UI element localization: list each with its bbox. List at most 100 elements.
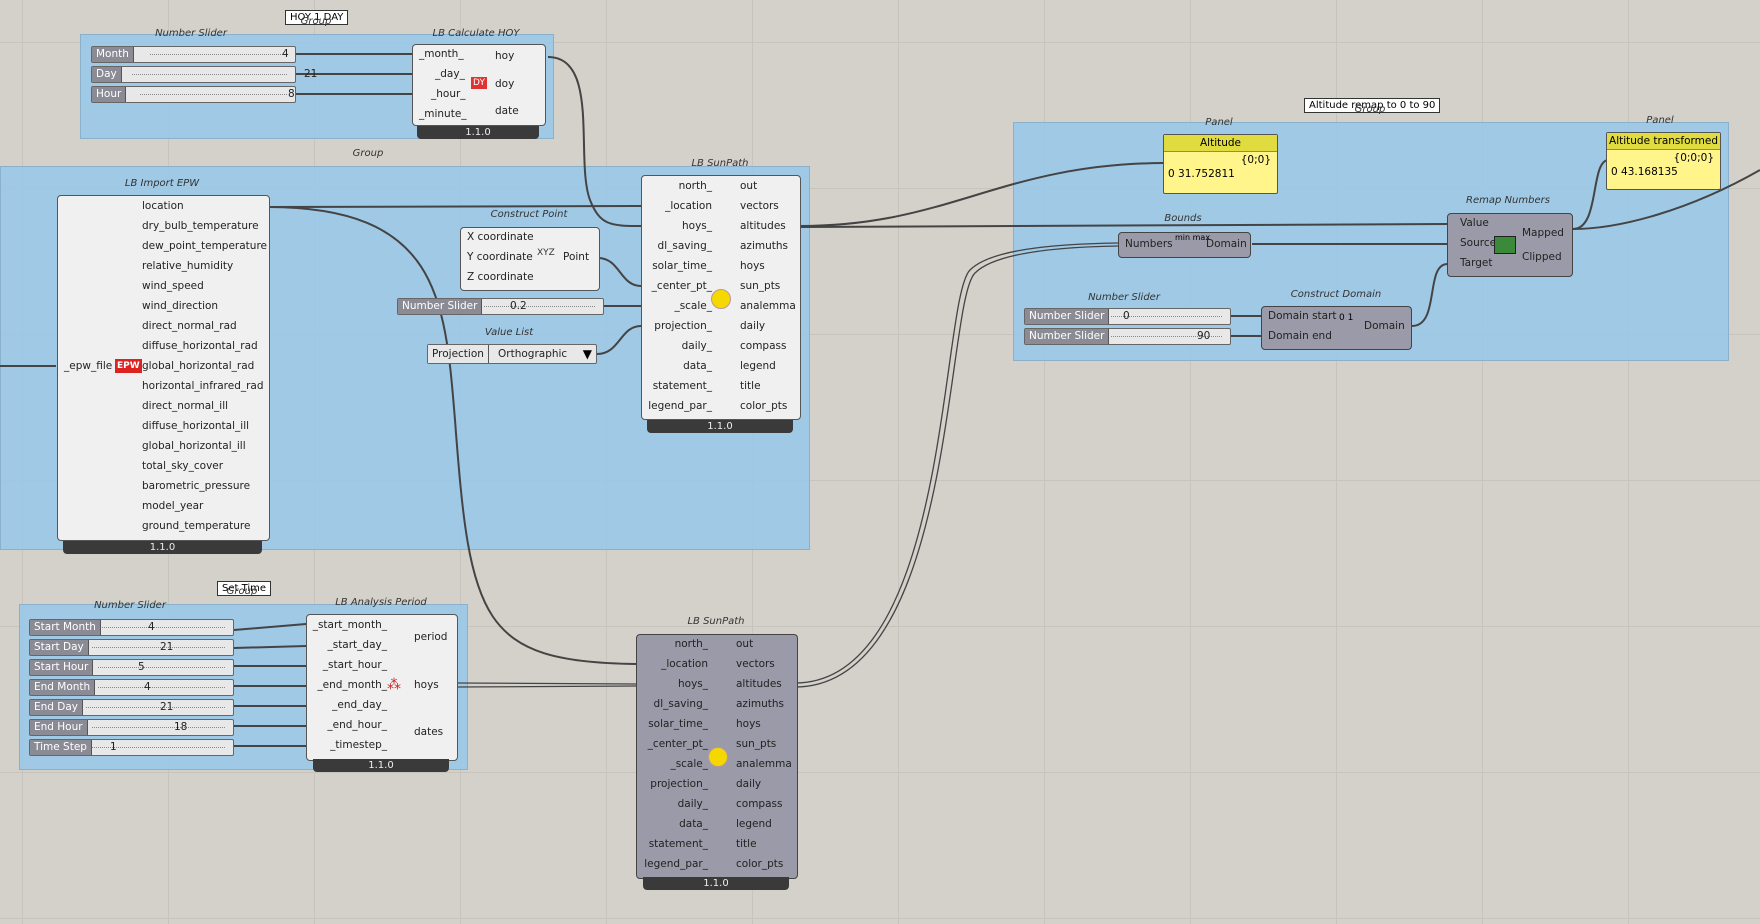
output-direct-normal-ill[interactable]: direct_normal_ill <box>142 400 229 412</box>
input-location[interactable]: _location <box>665 200 712 212</box>
group-tag-set-time[interactable]: Set Time <box>217 581 272 596</box>
output-color-pts[interactable]: color_pts <box>740 400 788 412</box>
input-start-day[interactable]: _start_day_ <box>327 639 387 651</box>
output-out[interactable]: out <box>740 180 758 192</box>
output-analemma[interactable]: analemma <box>736 758 792 770</box>
input-target[interactable]: Target <box>1460 257 1493 269</box>
output-mapped[interactable]: Mapped <box>1522 227 1564 239</box>
output-date[interactable]: date <box>495 105 519 117</box>
output-period[interactable]: period <box>414 631 448 643</box>
output-legend[interactable]: legend <box>740 360 776 372</box>
output-global-horizontal-ill[interactable]: global_horizontal_ill <box>142 440 246 452</box>
slider-time-step[interactable]: Time Step 1 <box>29 739 234 756</box>
slider-domain-start[interactable]: Number Slider 0 <box>1024 308 1231 325</box>
input-solar-time[interactable]: solar_time_ <box>648 718 708 730</box>
analysis-period-component[interactable]: _start_month_ _start_day_ _start_hour_ _… <box>306 614 458 761</box>
input-start-hour[interactable]: _start_hour_ <box>322 659 387 671</box>
bounds-component[interactable]: Numbers min max Domain <box>1118 232 1251 258</box>
construct-point-component[interactable]: X coordinate Y coordinate Z coordinate X… <box>460 227 600 291</box>
output-compass[interactable]: compass <box>740 340 787 352</box>
output-color-pts[interactable]: color_pts <box>736 858 784 870</box>
input-dl-saving[interactable]: dl_saving_ <box>657 240 712 252</box>
output-dew-point-temperature[interactable]: dew_point_temperature <box>142 240 267 252</box>
output-vectors[interactable]: vectors <box>740 200 779 212</box>
output-hoys[interactable]: hoys <box>736 718 761 730</box>
remap-component[interactable]: Value Source Target Mapped Clipped <box>1447 213 1573 277</box>
output-altitudes[interactable]: altitudes <box>736 678 782 690</box>
output-azimuths[interactable]: azimuths <box>740 240 788 252</box>
input-dl-saving[interactable]: dl_saving_ <box>653 698 708 710</box>
output-daily[interactable]: daily <box>736 778 762 790</box>
output-title[interactable]: title <box>740 380 761 392</box>
sunpath-bottom-component[interactable]: north_ _location hoys_ dl_saving_ solar_… <box>636 634 798 879</box>
group-tag-hoy[interactable]: HOY 1 DAY <box>285 10 349 25</box>
input-domain-end[interactable]: Domain end <box>1268 330 1332 342</box>
input-day[interactable]: _day_ <box>435 68 465 80</box>
input-hour[interactable]: _hour_ <box>431 88 466 100</box>
input-x-coordinate[interactable]: X coordinate <box>467 231 534 243</box>
output-hoy[interactable]: hoy <box>495 50 515 62</box>
input-center-pt[interactable]: _center_pt_ <box>651 280 712 292</box>
output-domain[interactable]: Domain <box>1206 238 1247 250</box>
input-domain-start[interactable]: Domain start <box>1268 310 1337 322</box>
output-wind-direction[interactable]: wind_direction <box>142 300 219 312</box>
dropdown-arrow-icon[interactable]: ▼ <box>582 347 592 361</box>
output-dates[interactable]: dates <box>414 726 444 738</box>
output-hoys[interactable]: hoys <box>414 679 439 691</box>
input-end-month[interactable]: _end_month_ <box>317 679 387 691</box>
output-relative-humidity[interactable]: relative_humidity <box>142 260 234 272</box>
output-analemma[interactable]: analemma <box>740 300 796 312</box>
output-sun-pts[interactable]: sun_pts <box>740 280 781 292</box>
slider-start-hour[interactable]: Start Hour 5 <box>29 659 234 676</box>
input-value[interactable]: Value <box>1460 217 1489 229</box>
output-direct-normal-rad[interactable]: direct_normal_rad <box>142 320 237 332</box>
input-data[interactable]: data_ <box>679 818 708 830</box>
input-legend-par[interactable]: legend_par_ <box>644 858 708 870</box>
input-daily[interactable]: daily_ <box>681 340 712 352</box>
input-end-hour[interactable]: _end_hour_ <box>327 719 387 731</box>
input-hoys[interactable]: hoys_ <box>677 678 708 690</box>
input-minute[interactable]: _minute_ <box>419 108 467 120</box>
slider-end-month[interactable]: End Month 4 <box>29 679 234 696</box>
sunpath-top-component[interactable]: north_ _location hoys_ dl_saving_ solar_… <box>641 175 801 420</box>
output-clipped[interactable]: Clipped <box>1522 251 1562 263</box>
input-legend-par[interactable]: legend_par_ <box>648 400 712 412</box>
import-epw-component[interactable]: _epw_file EPW location dry_bulb_temperat… <box>57 195 270 541</box>
output-total-sky-cover[interactable]: total_sky_cover <box>142 460 224 472</box>
output-horizontal-infrared-rad[interactable]: horizontal_infrared_rad <box>142 380 264 392</box>
value-list-projection[interactable]: Projection Orthographic ▼ <box>427 344 597 364</box>
slider-day[interactable]: Day 21 <box>91 66 317 83</box>
output-azimuths[interactable]: azimuths <box>736 698 784 710</box>
output-point[interactable]: Point <box>563 251 590 263</box>
input-epw-file[interactable]: _epw_file <box>64 360 113 372</box>
group-tag-remap[interactable]: Altitude remap to 0 to 90 <box>1304 98 1441 113</box>
input-start-month[interactable]: _start_month_ <box>312 619 387 631</box>
slider-end-hour[interactable]: End Hour 18 <box>29 719 234 736</box>
input-solar-time[interactable]: solar_time_ <box>652 260 712 272</box>
input-timestep[interactable]: _timestep_ <box>330 739 387 751</box>
output-ground-temperature[interactable]: ground_temperature <box>142 520 251 532</box>
slider-domain-end[interactable]: Number Slider 90 <box>1024 328 1231 345</box>
input-end-day[interactable]: _end_day_ <box>332 699 387 711</box>
output-dry-bulb-temperature[interactable]: dry_bulb_temperature <box>142 220 259 232</box>
input-data[interactable]: data_ <box>683 360 712 372</box>
output-out[interactable]: out <box>736 638 754 650</box>
output-sun-pts[interactable]: sun_pts <box>736 738 777 750</box>
input-daily[interactable]: daily_ <box>677 798 708 810</box>
output-diffuse-horizontal-rad[interactable]: diffuse_horizontal_rad <box>142 340 258 352</box>
output-domain[interactable]: Domain <box>1364 320 1405 332</box>
output-vectors[interactable]: vectors <box>736 658 775 670</box>
slider-hour[interactable]: Hour 8 <box>91 86 296 103</box>
input-source[interactable]: Source <box>1460 237 1497 249</box>
slider-start-month[interactable]: Start Month 4 <box>29 619 234 636</box>
input-scale[interactable]: _scale_ <box>674 300 712 312</box>
input-projection[interactable]: projection_ <box>654 320 712 332</box>
input-month[interactable]: _month_ <box>419 48 464 60</box>
input-north[interactable]: north_ <box>674 638 708 650</box>
slider-month[interactable]: Month 4 <box>91 46 296 63</box>
input-projection[interactable]: projection_ <box>650 778 708 790</box>
output-altitudes[interactable]: altitudes <box>740 220 786 232</box>
input-hoys[interactable]: hoys_ <box>681 220 712 232</box>
input-y-coordinate[interactable]: Y coordinate <box>467 251 533 263</box>
output-wind-speed[interactable]: wind_speed <box>142 280 204 292</box>
